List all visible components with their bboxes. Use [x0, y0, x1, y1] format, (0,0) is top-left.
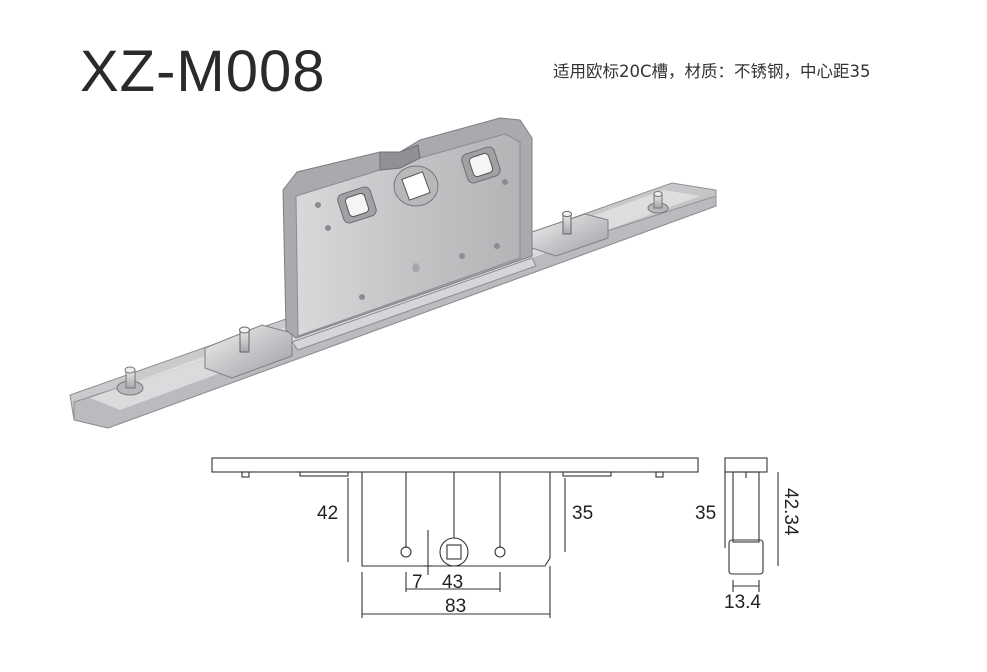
side-dim-42-34: 42.34	[780, 488, 801, 536]
front-view-drawing	[211, 457, 699, 618]
rail-pin-left	[116, 366, 144, 396]
side-dim-13-4: 13.4	[724, 592, 761, 613]
dim-width-83: 83	[445, 596, 466, 617]
dim-offset-7: 7	[412, 572, 423, 593]
side-dim-35: 35	[695, 503, 716, 524]
lock-illustration: ꙮ	[69, 117, 717, 429]
dim-height-42: 42	[317, 503, 338, 524]
model-title: XZ-M008	[80, 39, 326, 104]
side-view-drawing	[724, 457, 779, 592]
slider-block-left	[204, 324, 293, 379]
spec-text: 适用欧标20C槽，材质：不锈钢，中心距35	[553, 62, 871, 81]
screw-hole-right	[461, 146, 501, 184]
dim-center-43: 43	[442, 572, 463, 593]
lock-case: ꙮ	[282, 117, 533, 339]
svg-text:ꙮ: ꙮ	[412, 263, 420, 273]
rail-pin-right	[647, 191, 669, 214]
spindle-hub	[393, 165, 439, 207]
dim-center-height-35: 35	[572, 503, 593, 524]
screw-hole-left	[337, 186, 377, 224]
